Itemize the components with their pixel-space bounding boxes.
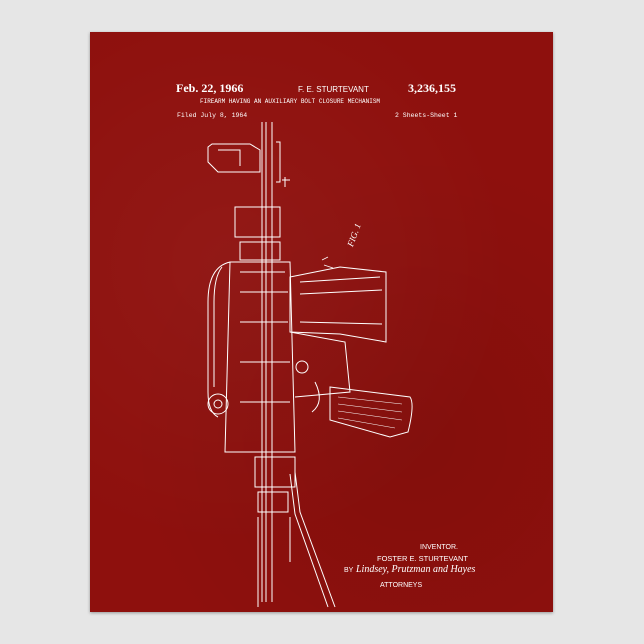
rifle-drawing [90,32,553,612]
by-label: BY [344,567,353,574]
attorneys-label: ATTORNEYS [380,582,422,589]
inventor-label: INVENTOR. [420,544,458,551]
inventor-name: FOSTER E. STURTEVANT [377,554,468,563]
patent-poster: Feb. 22, 1966 F. E. STURTEVANT 3,236,155… [90,32,553,612]
attorney-signature: Lindsey, Prutzman and Hayes [356,564,475,575]
